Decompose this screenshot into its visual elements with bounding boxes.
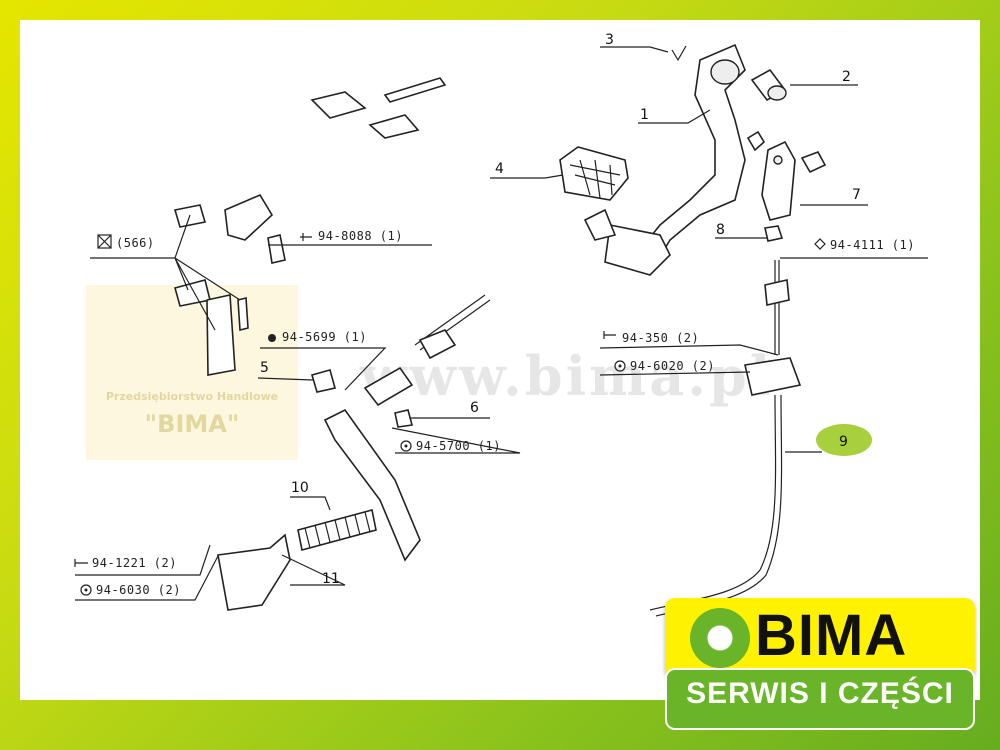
ref-94-4111: 94-4111 (1) [814,238,915,252]
callout-2: 2 [842,69,851,85]
watermark-site: www.bima.pl [359,344,773,408]
callout-9: 9 [839,434,848,450]
logo-subtitle: SERWIS I CZĘŚCI [686,677,954,710]
callout-4: 4 [495,161,504,177]
svg-text:94-6020 (2): 94-6020 (2) [630,359,715,373]
ref-94-6020: 94-6020 (2) [614,359,715,373]
callout-9-highlight [816,424,872,456]
company-watermark-box [86,285,298,460]
callout-10: 10 [291,480,309,496]
nut-small [746,130,766,152]
logo-bottom-panel [665,668,975,730]
spring-bracket [217,533,291,611]
svg-text:94-350 (2): 94-350 (2) [622,331,699,345]
svg-text:94-1221 (2): 94-1221 (2) [92,556,177,570]
callout-7: 7 [852,187,861,203]
ref-94-5699: 94-5699 (1) [268,330,367,344]
return-spring [297,509,377,551]
fork-clevis [761,140,827,221]
callout-1: 1 [640,107,649,123]
svg-text:94-4111 (1): 94-4111 (1) [830,238,915,252]
svg-text:94-8088 (1): 94-8088 (1) [318,229,403,243]
ref-94-6030: 94-6030 (2) [80,583,181,597]
clutch-cable [649,260,802,617]
svg-text:94-5700 (1): 94-5700 (1) [416,439,501,453]
ref-94-5700: 94-5700 (1) [400,439,501,453]
watermark-company-small: Przedsiębiorstwo Handlowe [105,390,279,403]
watermark-company-big: "BIMA" [144,410,240,438]
cable-end-clevis [311,294,491,428]
clip [671,45,687,62]
linkage-left [173,193,286,376]
pedal-lever [583,43,746,276]
ref-566: (566) [97,234,155,250]
svg-text:94-6030 (2): 94-6030 (2) [96,583,181,597]
bima-logo: BIMA SERWIS I CZĘŚCI [665,598,975,733]
logo-top-panel: BIMA [665,598,975,678]
svg-text:(566): (566) [116,236,155,250]
bushing [750,68,787,102]
small-parts-top [310,77,447,139]
logo-word: BIMA [755,603,908,668]
ref-94-1221: 94-1221 (2) [74,556,177,570]
svg-text:94-5699 (1): 94-5699 (1) [282,330,367,344]
nut [764,225,784,242]
callout-6: 6 [470,400,479,416]
callout-8: 8 [716,222,725,238]
frame-arm [323,408,421,562]
logo-circle-icon [690,608,750,668]
leader-lines [75,46,928,601]
callout-3: 3 [605,32,614,48]
callout-11: 11 [322,571,340,587]
callout-5: 5 [260,360,269,376]
ref-94-350: 94-350 (2) [603,331,699,345]
ref-94-8088: 94-8088 (1) [300,229,403,243]
pedal-pad [559,146,629,201]
